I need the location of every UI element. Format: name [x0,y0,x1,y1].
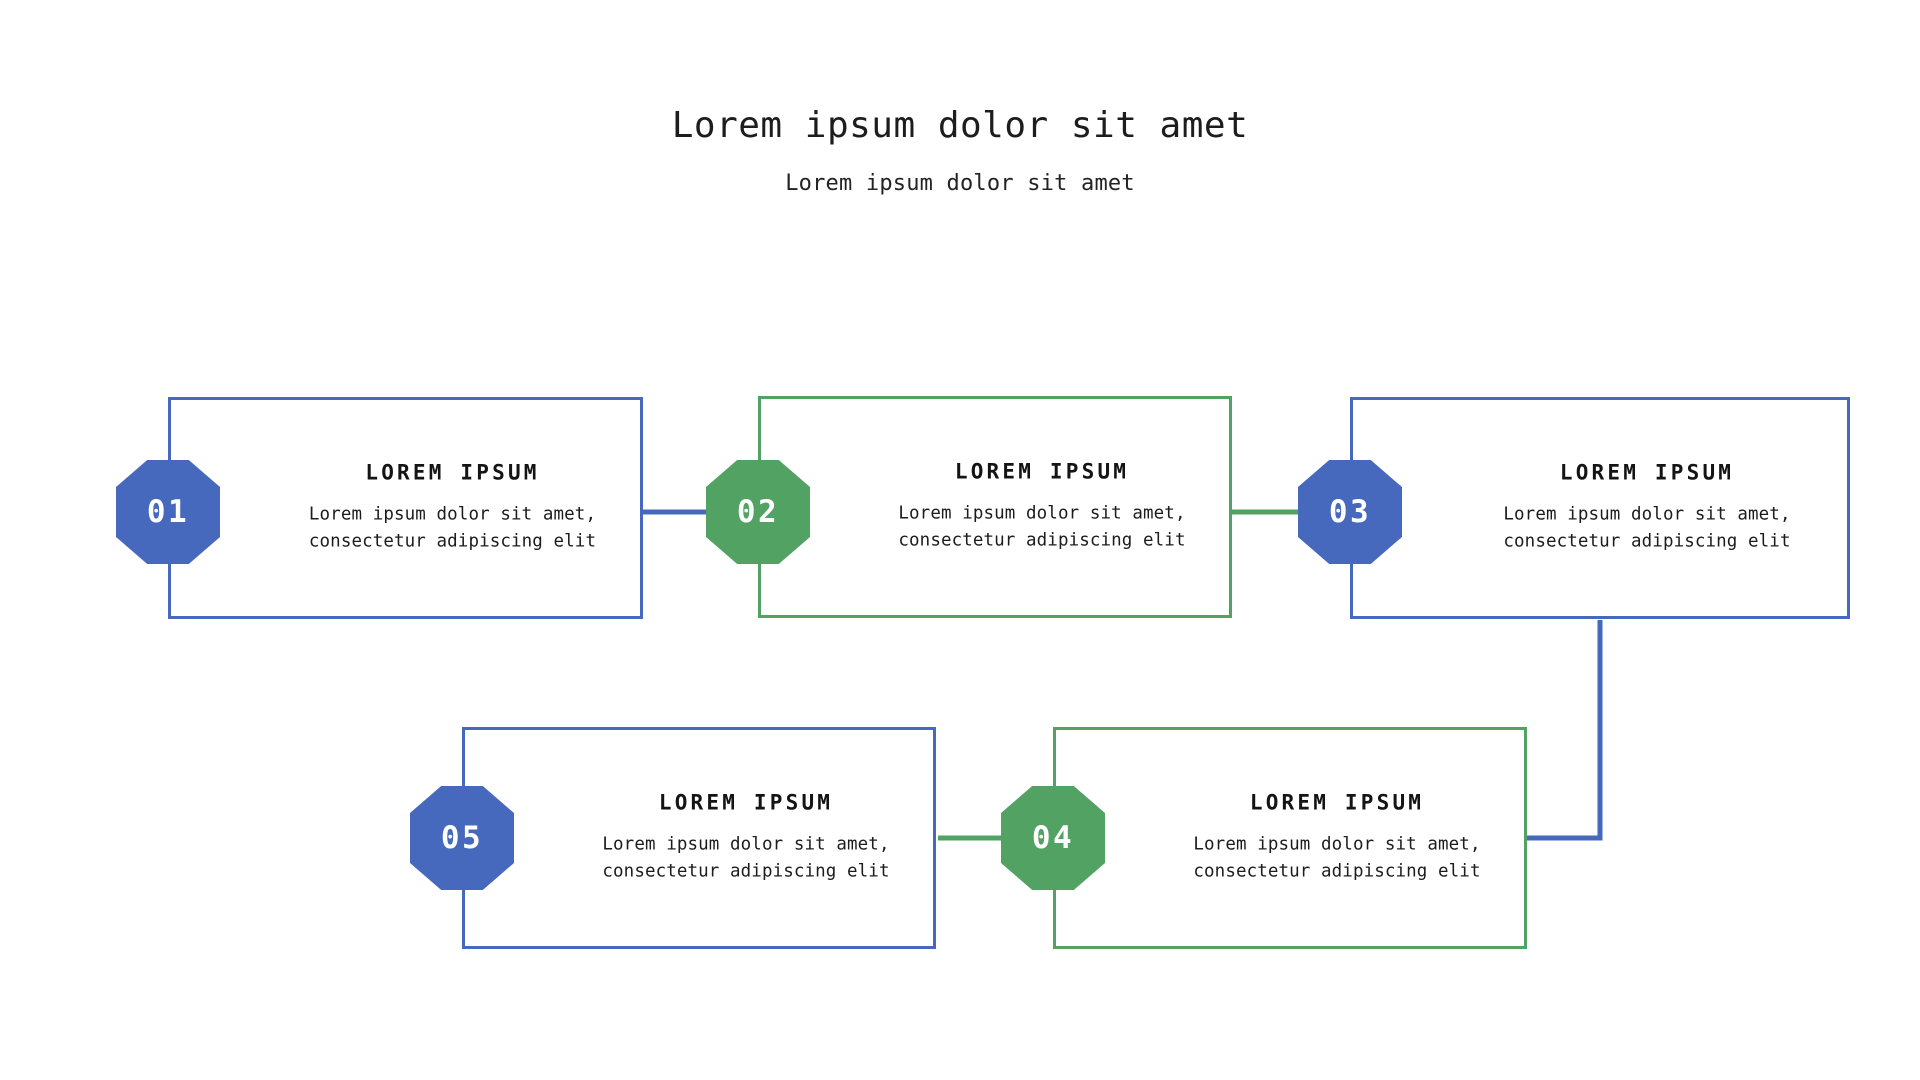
step-card-03-text: LOREM IPSUM Lorem ipsum dolor sit amet, … [1353,460,1847,555]
step-card-04[interactable]: LOREM IPSUM Lorem ipsum dolor sit amet, … [1053,727,1527,949]
step-badge-02[interactable]: 02 [706,460,810,564]
step-card-01-heading: LOREM IPSUM [365,460,540,485]
step-card-01-body: Lorem ipsum dolor sit amet, consectetur … [308,504,597,552]
step-badge-01[interactable]: 01 [116,460,220,564]
step-badge-05-number: 05 [440,819,484,856]
step-card-05-body: Lorem ipsum dolor sit amet, consectetur … [602,834,890,882]
step-badge-05[interactable]: 05 [410,786,514,890]
step-card-03[interactable]: LOREM IPSUM Lorem ipsum dolor sit amet, … [1350,397,1850,619]
step-card-05-text: LOREM IPSUM Lorem ipsum dolor sit amet, … [465,790,933,885]
slide-header: Lorem ipsum dolor sit amet Lorem ipsum d… [0,104,1920,198]
step-badge-03-number: 03 [1328,493,1372,530]
step-badge-04-number: 04 [1031,819,1075,856]
step-card-01[interactable]: LOREM IPSUM Lorem ipsum dolor sit amet, … [168,397,643,619]
connector-03-04 [1527,620,1603,841]
step-badge-03[interactable]: 03 [1298,460,1402,564]
page-subtitle: Lorem ipsum dolor sit amet [785,171,1135,197]
step-badge-01-number: 01 [146,493,190,530]
step-card-01-text: LOREM IPSUM Lorem ipsum dolor sit amet, … [171,460,640,555]
step-card-02-heading: LOREM IPSUM [954,459,1130,484]
step-badge-02-number: 02 [736,493,780,530]
step-card-02[interactable]: LOREM IPSUM Lorem ipsum dolor sit amet, … [758,396,1232,618]
step-card-04-heading: LOREM IPSUM [1249,790,1425,815]
step-card-02-text: LOREM IPSUM Lorem ipsum dolor sit amet, … [761,459,1229,554]
step-card-03-body: Lorem ipsum dolor sit amet, consectetur … [1503,504,1791,552]
step-card-03-heading: LOREM IPSUM [1559,460,1735,485]
step-card-05-heading: LOREM IPSUM [658,790,834,815]
step-card-04-text: LOREM IPSUM Lorem ipsum dolor sit amet, … [1056,790,1524,885]
step-badge-04[interactable]: 04 [1001,786,1105,890]
step-card-05[interactable]: LOREM IPSUM Lorem ipsum dolor sit amet, … [462,727,936,949]
step-card-04-body: Lorem ipsum dolor sit amet, consectetur … [1193,834,1481,882]
page-title: Lorem ipsum dolor sit amet [671,105,1249,146]
step-card-02-body: Lorem ipsum dolor sit amet, consectetur … [898,503,1186,551]
